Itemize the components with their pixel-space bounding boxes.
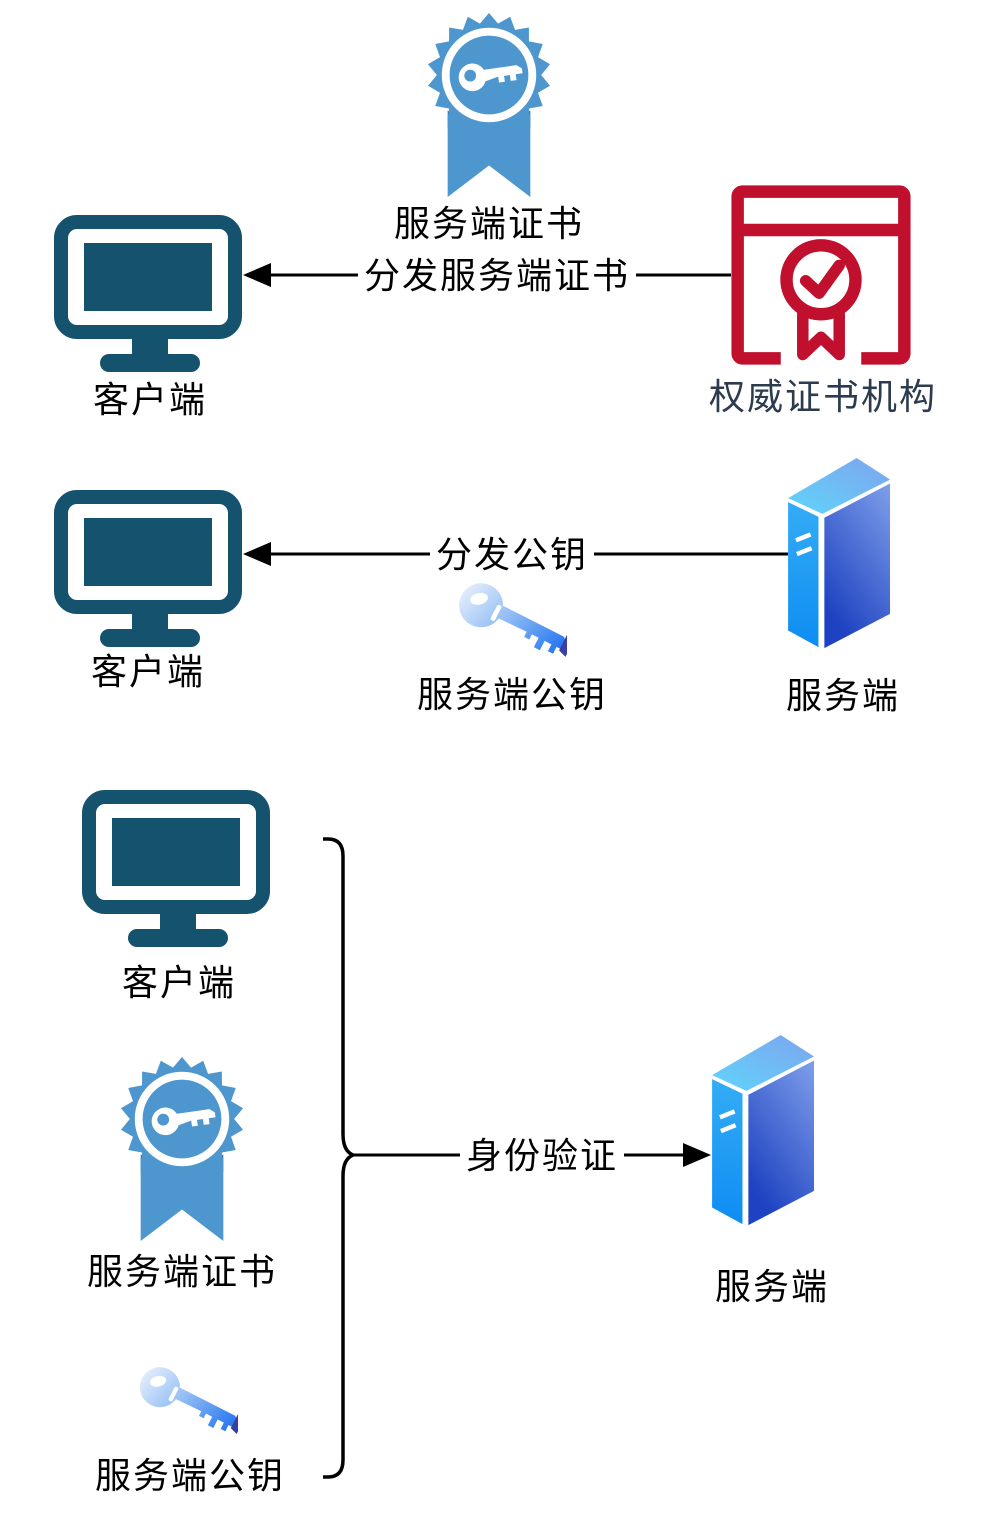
client-1-label: 客户端 [92, 379, 208, 420]
desktop-computer-icon [54, 215, 242, 375]
client-3-label: 客户端 [121, 962, 237, 1003]
server-3-label: 服务端 [714, 1266, 830, 1307]
desktop-computer-icon [54, 490, 242, 650]
server-2-label: 服务端 [785, 675, 901, 716]
certificate-badge-icon [120, 1056, 244, 1242]
key-icon [457, 582, 567, 659]
arrow-distribute-certificate-label: 分发服务端证书 [357, 255, 637, 297]
key-icon [138, 1366, 238, 1436]
certificate-authority-label: 权威证书机构 [708, 376, 938, 417]
server-tower-icon [788, 458, 896, 654]
server-certificate-3-label: 服务端证书 [86, 1251, 278, 1292]
server-public-key-2-label: 服务端公钥 [416, 674, 608, 715]
group-brace [323, 837, 358, 1479]
arrow-identity-verification-label: 身份验证 [459, 1135, 625, 1177]
arrow-distribute-public-key-label: 分发公钥 [429, 534, 595, 576]
certificate-badge-icon [427, 12, 551, 198]
certificate-authority-icon [730, 184, 912, 366]
server-public-key-3-label: 服务端公钥 [94, 1455, 286, 1496]
client-2-label: 客户端 [90, 651, 206, 692]
desktop-computer-icon [82, 790, 270, 950]
arrowhead-right-icon [683, 1143, 711, 1167]
arrowhead-left-icon [243, 263, 271, 287]
server-certificate-top-label: 服务端证书 [393, 203, 585, 244]
arrowhead-left-icon [243, 542, 271, 566]
server-tower-icon [712, 1035, 820, 1231]
